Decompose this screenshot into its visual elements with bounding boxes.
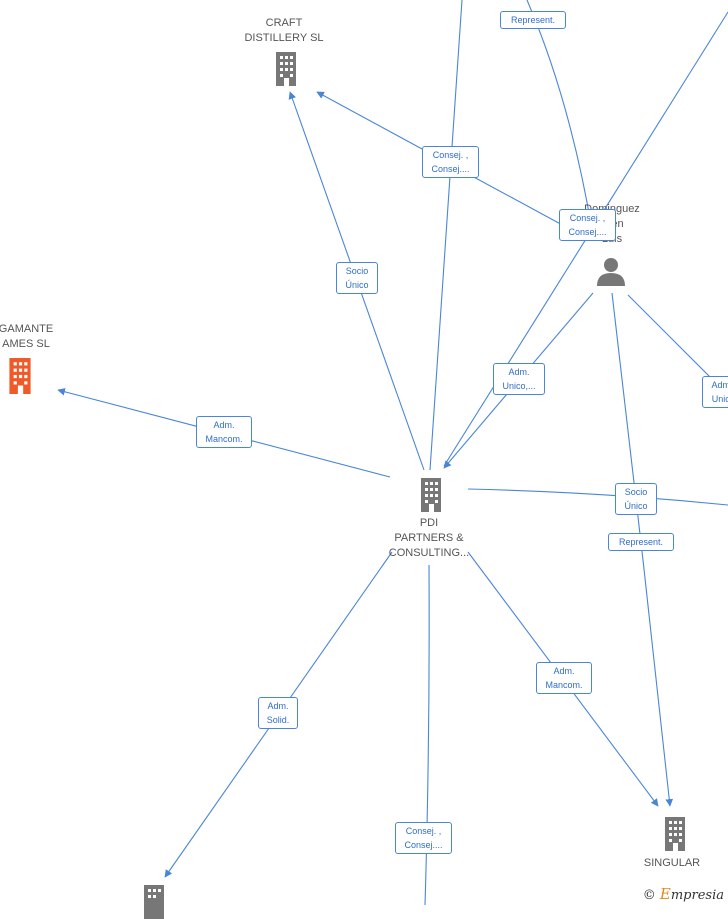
brand-watermark: © Empresia [643,885,724,903]
edge-label-text: Consej. , [432,150,469,160]
node-label-pdi[interactable]: PDI PARTNERS & CONSULTING... [379,516,479,561]
edge-label-consej-person[interactable]: Consej. , Consej.... [559,209,616,241]
edge-label-adm-unico[interactable]: Adm. Unico,... [493,363,545,395]
person-icon [597,258,625,286]
copyright-symbol: © [642,888,656,903]
node-label-gamante[interactable]: GAMANTE AMES SL [0,322,76,352]
edge-label-text: Consej. , [569,213,606,223]
node-label-craft[interactable]: CRAFT DISTILLERY SL [234,16,334,46]
edge-label-socio-unico-craft[interactable]: Socio Único [336,262,378,294]
edge-pdi-down [424,564,430,905]
node-label-line: CONSULTING... [388,547,470,559]
node-label-singular[interactable]: SINGULAR [622,856,722,871]
edge-label-text: Adm. [553,666,575,676]
edge-represent-top [526,0,593,231]
node-label-line: CRAFT [265,17,303,29]
edge-label-adm-solid[interactable]: Adm. Solid. [258,697,298,729]
node-label-line: SINGULAR [643,857,701,869]
edge-label-text: Unico,... [502,381,536,391]
node-label-line: DISTILLERY SL [244,32,324,44]
edge-label-adm-mancom-bottom[interactable]: Adm. Mancom. [536,662,592,694]
brand-logo-letter: E [659,885,671,903]
building-icon [144,885,164,919]
edge-label-consej-center[interactable]: Consej. , Consej.... [422,146,479,178]
edge-top-to-pdi [429,0,463,471]
edge-label-text: Adm. [213,420,235,430]
edge-label-text: Adm. [508,367,530,377]
edge-label-text: Adm. [711,380,728,390]
edge-label-text: Socio [345,266,369,276]
edge-label-text: Consej.... [431,164,470,174]
edge-label-text: Represent. [510,15,556,25]
edge-label-text: Consej.... [568,227,607,237]
edge-label-consej-bottom[interactable]: Consej. , Consej.... [395,822,452,854]
edge-label-text: Consej.... [404,840,443,850]
edge-person-to-singular [611,292,674,807]
edge-label-socio-unico-right[interactable]: Socio Único [615,483,657,515]
edge-label-text: Represent. [618,537,664,547]
edge-label-text: Consej. , [405,826,442,836]
edge-label-text: Único [345,280,369,290]
edge-label-text: Mancom. [545,680,583,690]
building-icon [276,52,296,86]
node-label-line: AMES SL [2,338,50,350]
edge-label-text: Solid. [266,715,290,725]
node-label-line: PARTNERS & [394,532,464,544]
edge-label-represent-right[interactable]: Represent. [608,533,674,551]
node-label-line: GAMANTE [0,323,54,335]
edge-label-text: Unic. [711,394,728,404]
edge-label-represent-top[interactable]: Represent. [500,11,566,29]
building-icon [665,817,685,851]
edge-label-text: Mancom. [205,434,243,444]
edge-label-text: Adm. [267,701,289,711]
edge-label-text: Único [624,501,648,511]
edge-label-adm-right[interactable]: Adm. Unic. [702,376,728,408]
edge-pdi-right [467,488,728,506]
building-icon [421,478,441,512]
building-icon [9,358,31,394]
brand-logo-text: mpresia [670,888,724,903]
edge-label-adm-mancom-left[interactable]: Adm. Mancom. [196,416,252,448]
node-label-line: PDI [419,517,439,529]
edge-label-text: Socio [624,487,648,497]
